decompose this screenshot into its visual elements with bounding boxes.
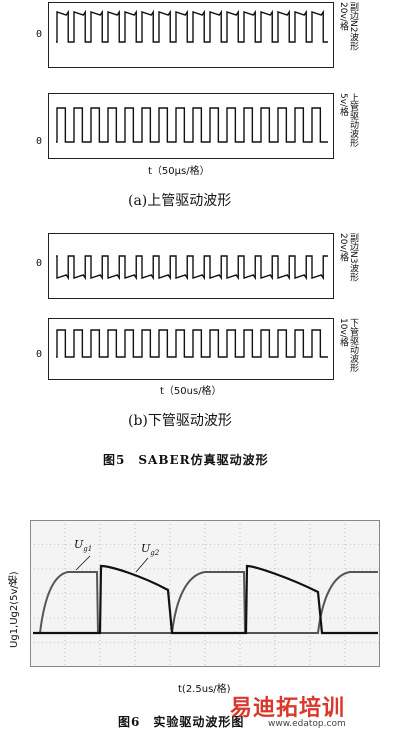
ug1-pointer [75,555,91,571]
figure-5-title: 图5 SABER仿真驱动波形 [103,453,269,467]
brand-watermark: 易迪拓培训 [230,696,346,721]
waveform-n3 [56,255,328,281]
url-watermark: www.edatop.com [268,719,346,729]
plot-panel-n3 [48,233,334,299]
caption-b: (b)下管驱动波形 [128,413,232,429]
time-axis-label: t（50μs/格） [148,166,210,177]
figure-6-title: 图6 实验驱动波形图 [118,715,245,729]
panel-label-n3: 副边N3波形 20v/格 [338,233,358,282]
x-axis-label: t(2.5us/格) [178,684,231,695]
waveform-n2 [56,9,328,43]
ug2-pointer [135,557,149,573]
caption-a: (a)上管驱动波形 [128,193,232,209]
waveform-ug1 [33,571,378,634]
scope-grid [30,520,380,667]
zero-label: 0 [36,258,43,269]
zero-label: 0 [36,349,43,360]
time-axis-label: t（50us/格） [160,386,222,397]
panel-label-lower-drive: 下管驱动波形 10v/格 [338,318,358,372]
ug2-label: Ug2 [141,542,160,558]
waveform-lower-drive [56,329,328,358]
panel-label-n2: 副边N2波形 20v/格 [338,2,358,51]
waveform-ug2 [33,564,378,635]
zero-label: 0 [36,29,43,40]
zero-label: 0 [36,136,43,147]
waveform-upper-drive [56,107,328,143]
panel-label-upper-drive: 上管驱动波形 5v/格 [338,93,358,147]
